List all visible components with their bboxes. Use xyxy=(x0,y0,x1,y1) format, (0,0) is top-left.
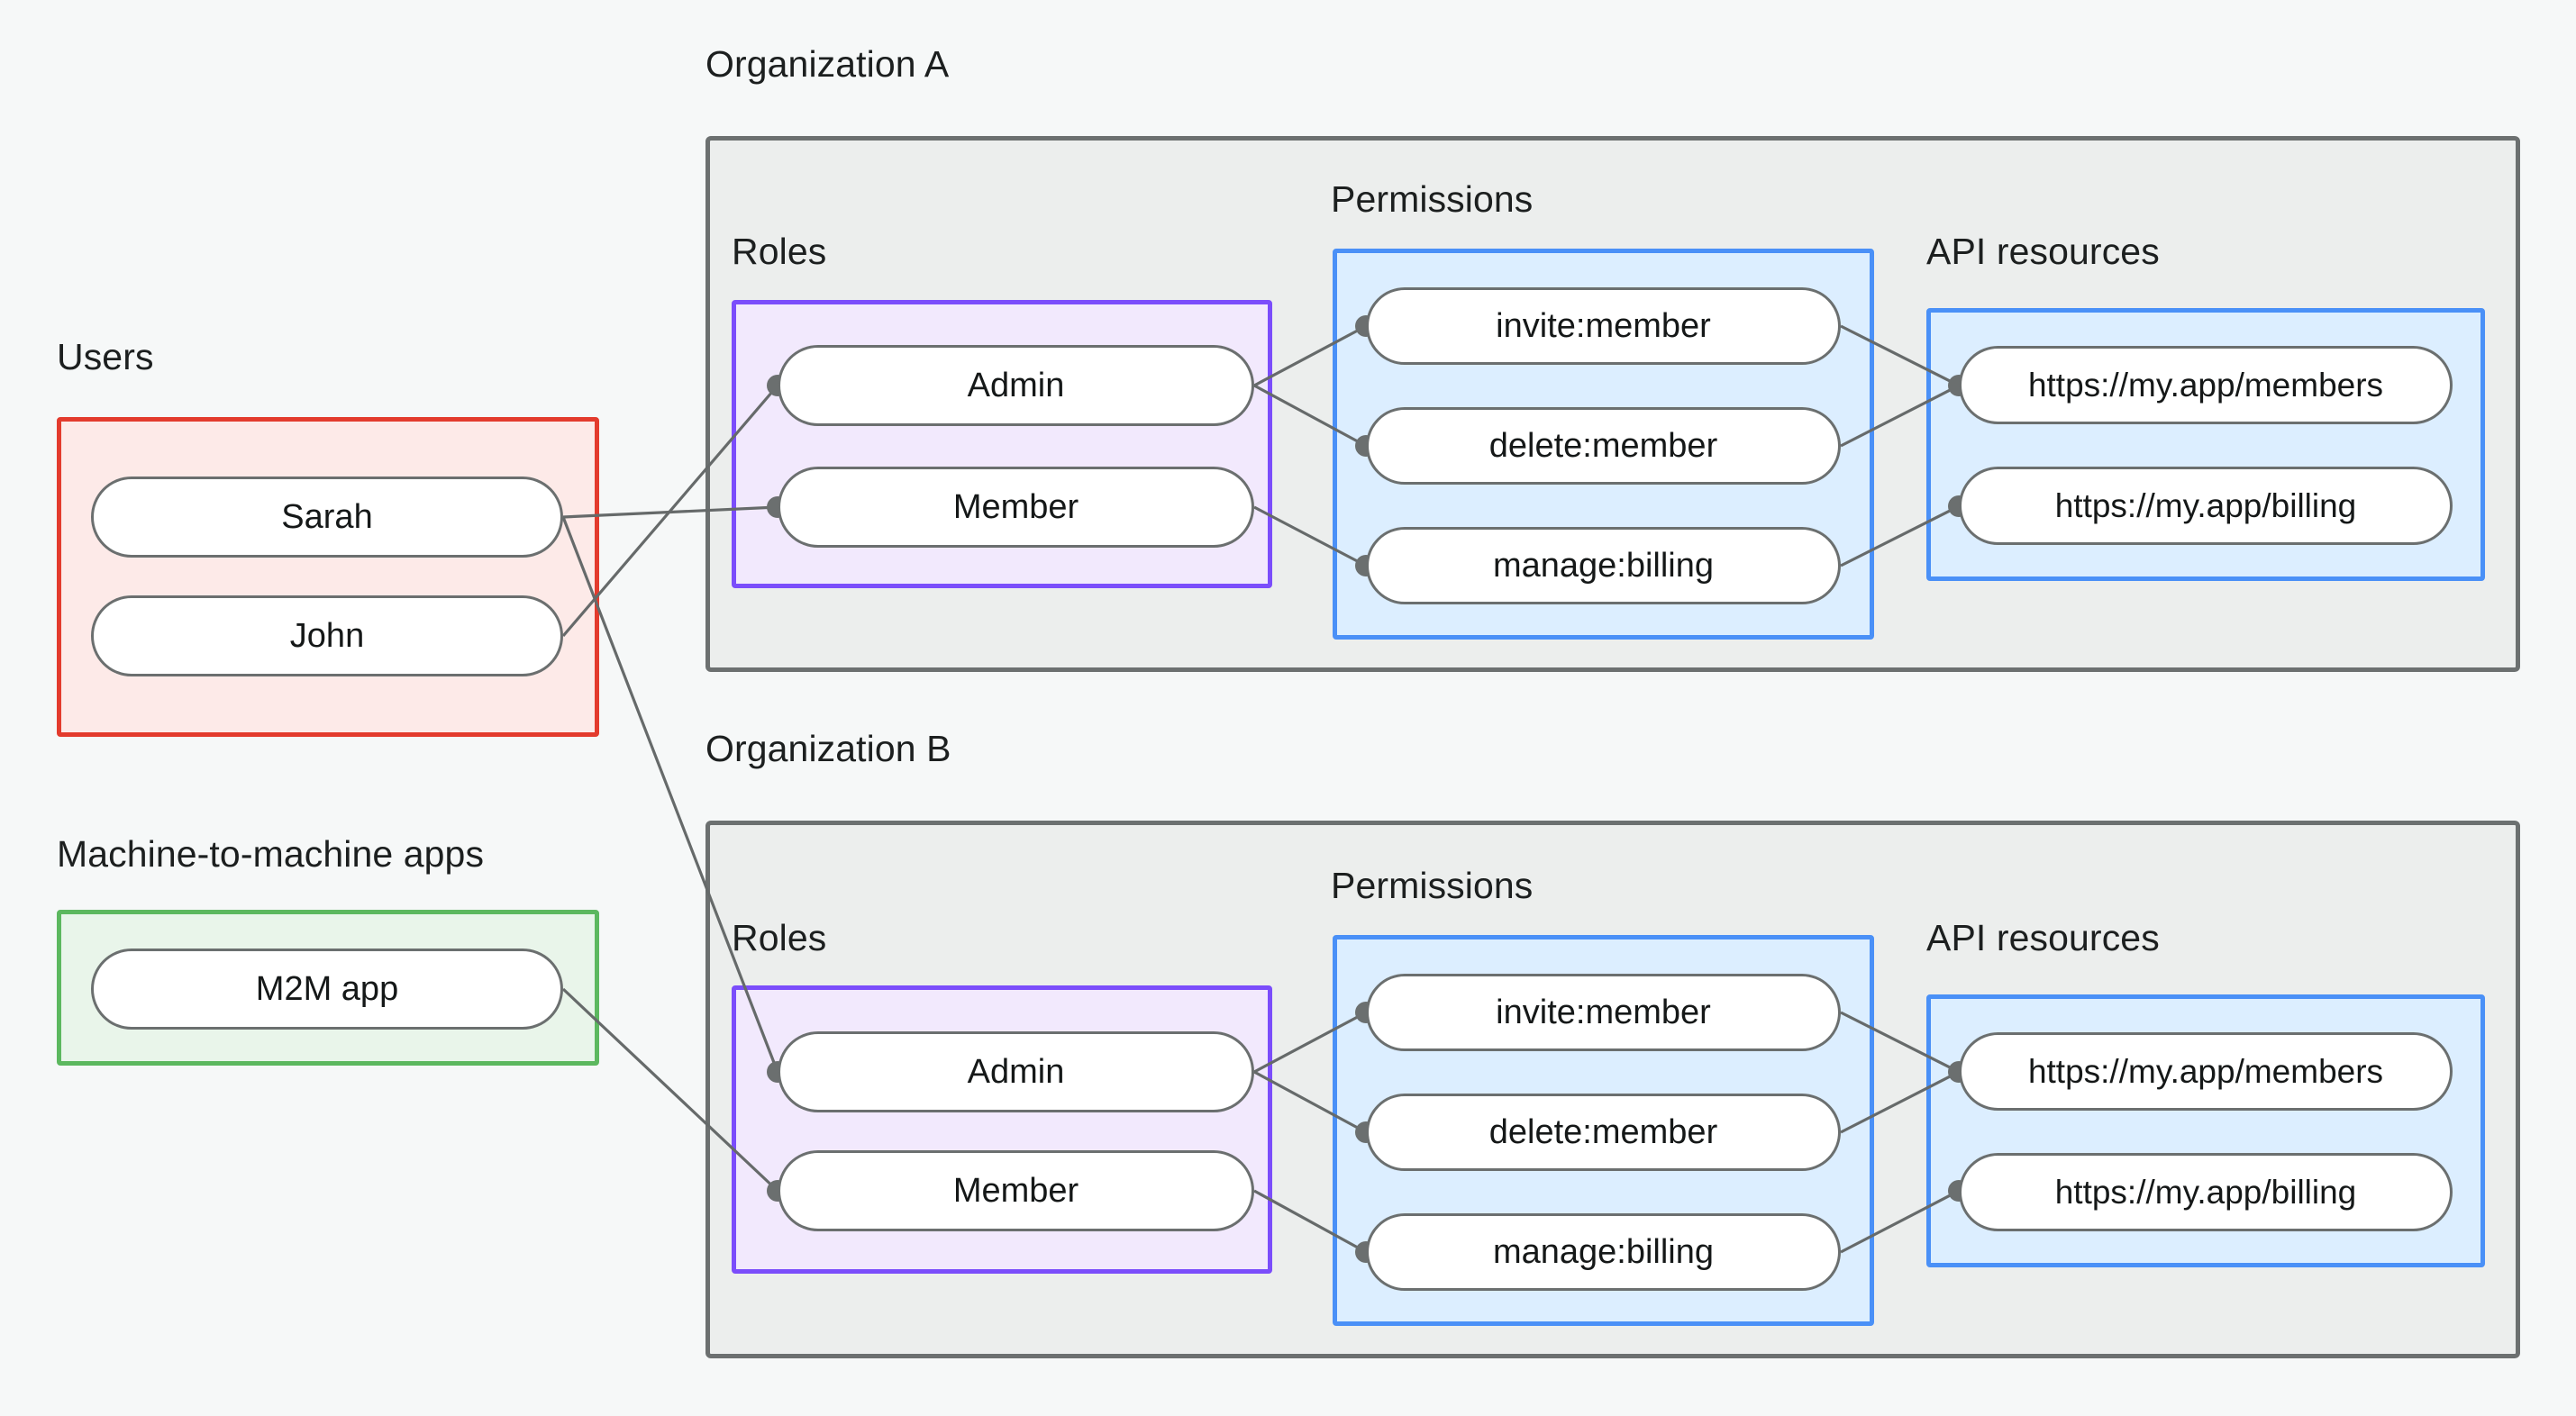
m2m-pill-app[interactable]: M2M app xyxy=(91,949,563,1030)
organization-b-label: Organization B xyxy=(705,728,951,769)
orgA-api-pill-billing[interactable]: https://my.app/billing xyxy=(1959,467,2453,545)
orgB-roles-label: Roles xyxy=(732,917,827,958)
users-container xyxy=(57,417,599,737)
orgB-api-pill-billing[interactable]: https://my.app/billing xyxy=(1959,1153,2453,1231)
organization-a-label: Organization A xyxy=(705,43,950,85)
orgB-permission-pill-delete-member[interactable]: delete:member xyxy=(1366,1094,1841,1171)
orgB-permissions-label: Permissions xyxy=(1331,865,1534,906)
orgA-api-pill-members[interactable]: https://my.app/members xyxy=(1959,346,2453,424)
m2m-group-label: Machine-to-machine apps xyxy=(57,833,485,875)
orgA-permission-pill-invite-member[interactable]: invite:member xyxy=(1366,287,1841,365)
orgB-role-pill-admin[interactable]: Admin xyxy=(778,1031,1254,1112)
orgA-role-pill-admin[interactable]: Admin xyxy=(778,345,1254,426)
orgA-api-resources-label: API resources xyxy=(1926,231,2160,272)
orgB-api-pill-members[interactable]: https://my.app/members xyxy=(1959,1032,2453,1111)
orgB-permission-pill-manage-billing[interactable]: manage:billing xyxy=(1366,1213,1841,1291)
orgB-role-pill-member[interactable]: Member xyxy=(778,1150,1254,1231)
users-group-label: Users xyxy=(57,336,154,377)
orgB-permission-pill-invite-member[interactable]: invite:member xyxy=(1366,974,1841,1051)
orgA-role-pill-member[interactable]: Member xyxy=(778,467,1254,548)
orgA-permission-pill-delete-member[interactable]: delete:member xyxy=(1366,407,1841,485)
orgA-roles-label: Roles xyxy=(732,231,827,272)
user-pill-john[interactable]: John xyxy=(91,595,563,676)
orgA-permissions-label: Permissions xyxy=(1331,178,1534,220)
orgB-api-resources-label: API resources xyxy=(1926,917,2160,958)
orgA-permission-pill-manage-billing[interactable]: manage:billing xyxy=(1366,527,1841,604)
user-pill-sarah[interactable]: Sarah xyxy=(91,477,563,558)
